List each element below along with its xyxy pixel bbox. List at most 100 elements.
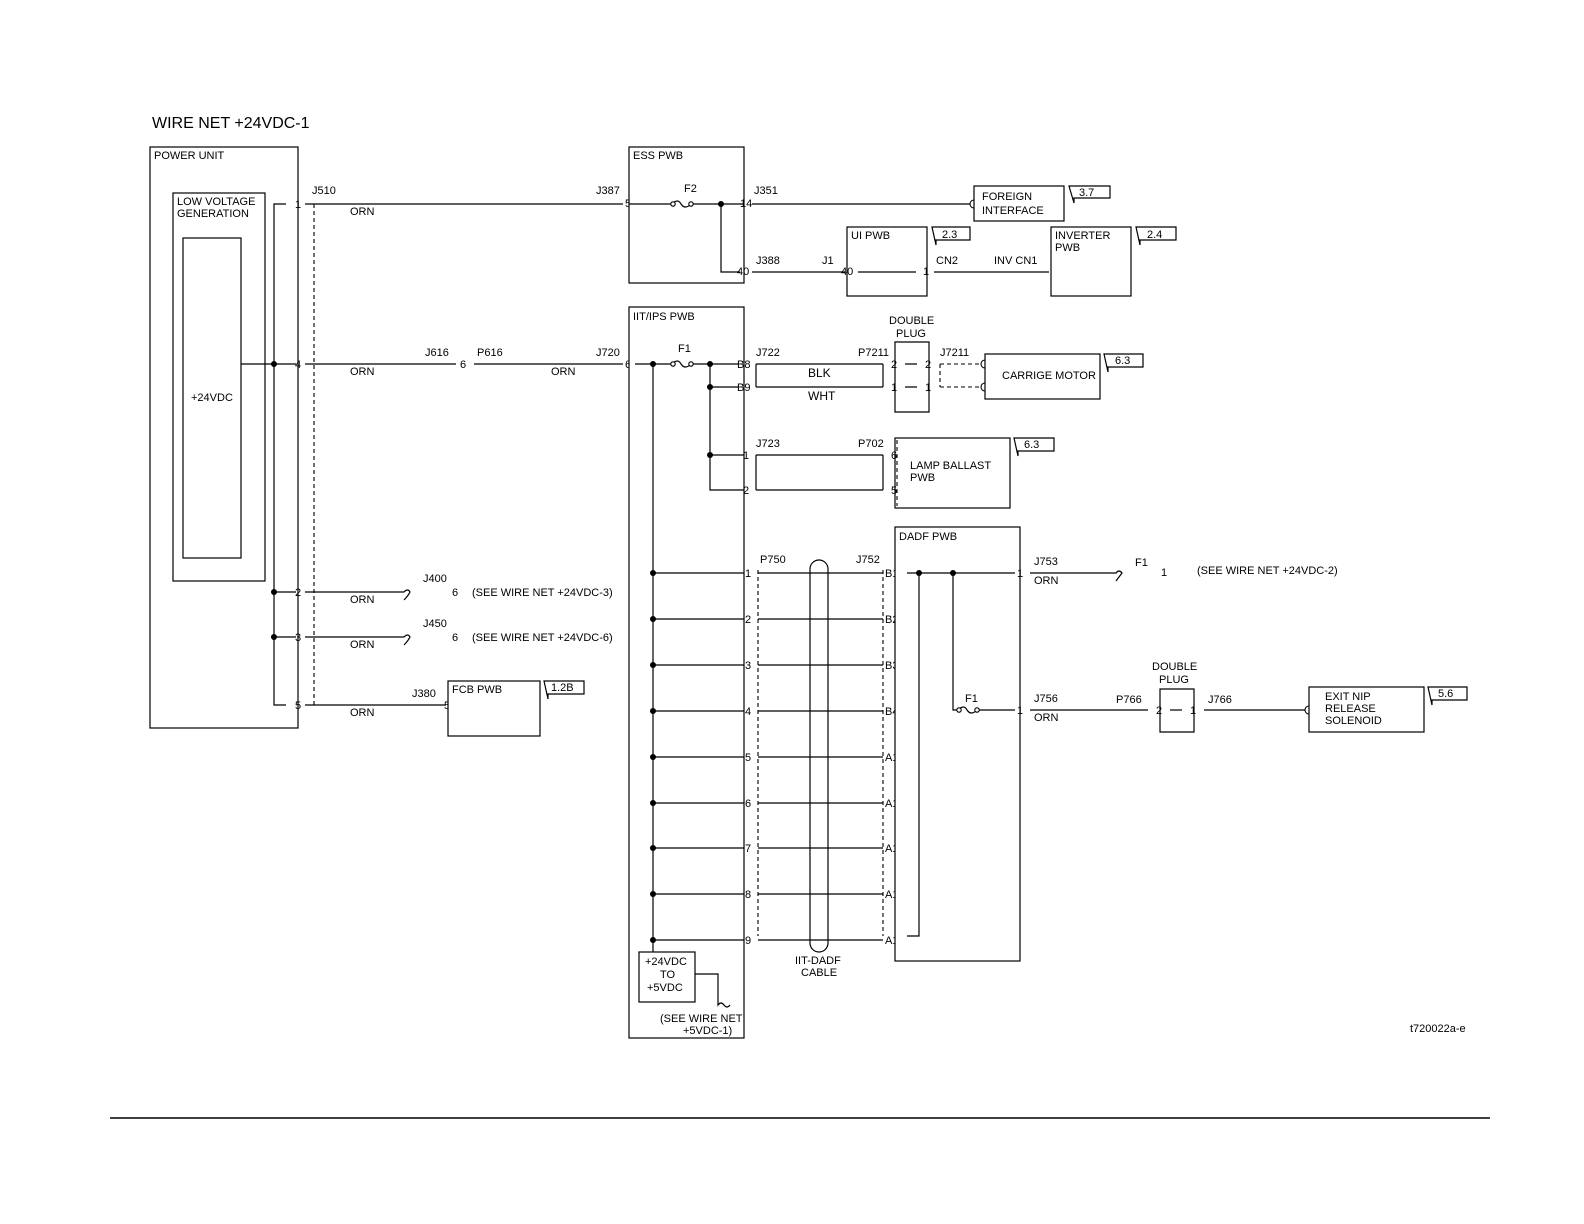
foreign-interface-label-2: INTERFACE [982, 205, 1044, 217]
ess-pwb-label: ESS PWB [633, 150, 683, 162]
ref-motor: 6.3 [1115, 355, 1130, 367]
j756-pin-1: 1 [1017, 705, 1023, 717]
carriage-motor-block [984, 353, 1101, 400]
wire-color-orn: ORN [350, 366, 375, 378]
junction-dot [916, 570, 922, 576]
fuse-f1-label: F1 [678, 343, 691, 355]
p750-pin-label: 2 [745, 614, 751, 626]
exit-nip-label-1: EXIT NIP [1325, 691, 1371, 703]
p750-pin-label: 8 [745, 889, 751, 901]
p750-pin-label: 1 [745, 568, 751, 580]
dadf-pwb-label: DADF PWB [899, 531, 957, 543]
dp-pin-2a: 2 [891, 359, 897, 371]
j723-pin-1: 1 [743, 450, 749, 462]
j753-pin-1: 1 [1017, 568, 1023, 580]
lamp-ballast-label-2: PWB [910, 472, 935, 484]
wire-pin3-to-j450 [305, 634, 411, 646]
ui-pwb-block [846, 226, 928, 297]
exit-nip-solenoid-block [1308, 686, 1425, 733]
j720-label: J720 [596, 347, 620, 359]
p750-pin-label: 5 [745, 752, 751, 764]
converter-output-wire [695, 973, 731, 1008]
wire-color-orn: ORN [1034, 575, 1059, 587]
ref-ui: 2.3 [942, 229, 957, 241]
cable-label-1: IIT-DADF [795, 955, 841, 967]
j450-label: J450 [423, 618, 447, 630]
diagram-title: WIRE NET +24VDC-1 [152, 115, 310, 132]
converter-label-3: +5VDC [647, 982, 683, 994]
carriage-motor-label: CARRIGE MOTOR [1002, 370, 1096, 382]
j510-label: J510 [312, 185, 336, 197]
power-unit-label: POWER UNIT [154, 150, 225, 162]
ref-tag-fcb [543, 680, 585, 700]
p750-pin-label: 6 [745, 798, 751, 810]
converter-label-1: +24VDC [645, 956, 687, 968]
p7211-label: P7211 [858, 347, 889, 359]
low-voltage-label-2: GENERATION [177, 208, 249, 220]
internal-bus [273, 203, 286, 706]
pin-b9: B9 [737, 382, 750, 394]
foreign-interface-block [973, 185, 1065, 222]
wire-color-orn: ORN [551, 366, 576, 378]
ui-pin-40: 40 [841, 266, 853, 278]
double-plug-2-label-2: PLUG [1159, 674, 1189, 686]
fuse-terminal [688, 361, 694, 367]
p750-pin-label: 4 [745, 706, 751, 718]
dadf-pwb-block [894, 526, 1021, 962]
iit-ips-pwb-label: IIT/IPS PWB [633, 311, 695, 323]
inverter-label-1: INVERTER [1055, 230, 1110, 242]
p766-pin-1: 1 [1190, 705, 1196, 717]
wire-color-orn: ORN [350, 594, 375, 606]
exit-nip-label-3: SOLENOID [1325, 715, 1382, 727]
ref-lamp: 6.3 [1024, 439, 1039, 451]
converter-label-2: TO [660, 969, 676, 981]
j756-label: J756 [1034, 693, 1058, 705]
j400-label: J400 [423, 573, 447, 585]
fuse-f1-symbol [671, 360, 692, 368]
junction-dot [650, 570, 656, 576]
ref-tag-ui [931, 226, 971, 246]
p702-label: P702 [858, 438, 884, 450]
junction-dot [650, 845, 656, 851]
pu-pin-1: 1 [295, 199, 301, 211]
dp-pin-1a: 1 [891, 382, 897, 394]
junction-dot [271, 634, 277, 640]
j388-label: J388 [756, 255, 780, 267]
junction-dot [650, 800, 656, 806]
ref-tag-lamp [1013, 437, 1055, 457]
fuse-f2-symbol [671, 200, 692, 208]
see-24vdc-2-note: (SEE WIRE NET +24VDC-2) [1197, 565, 1338, 577]
see-24vdc-6-note: (SEE WIRE NET +24VDC-6) [472, 632, 613, 644]
lamp-ballast-label-1: LAMP BALLAST [910, 460, 991, 472]
j766-label: J766 [1208, 694, 1232, 706]
j616-label: J616 [425, 347, 449, 359]
fuse-f1-dadf-symbol [957, 706, 978, 714]
ess-pin-40: 40 [737, 266, 749, 278]
p616-label: P616 [477, 347, 503, 359]
j1-label: J1 [822, 255, 834, 267]
double-plug-label-2: PLUG [896, 328, 926, 340]
j380-label: J380 [412, 688, 436, 700]
p766-pin-2: 2 [1156, 705, 1162, 717]
dp-pin-1b: 1 [925, 382, 931, 394]
exit-nip-label-2: RELEASE [1325, 703, 1376, 715]
fuse-f2-label: F2 [684, 183, 697, 195]
ess-pin-14: 14 [740, 198, 752, 210]
fuse-terminal [974, 707, 980, 713]
p750-label: P750 [760, 554, 786, 566]
double-plug-2-label-1: DOUBLE [1152, 661, 1197, 673]
p702-pin-5: 5 [891, 485, 897, 497]
wire-color-orn: ORN [350, 707, 375, 719]
wire-color-orn: ORN [350, 206, 375, 218]
lamp-harness [755, 454, 884, 491]
supply-24vdc-label: +24VDC [191, 392, 233, 404]
ref-foreign: 3.7 [1079, 187, 1094, 199]
fuse-terminal [670, 361, 676, 367]
j723-label: J723 [756, 438, 780, 450]
ref-tag-solenoid [1427, 686, 1468, 706]
ref-tag-motor [1103, 353, 1144, 373]
inverter-pwb-block [1050, 226, 1132, 297]
fuse-terminal [670, 201, 676, 207]
j723-pin-2: 2 [743, 485, 749, 497]
